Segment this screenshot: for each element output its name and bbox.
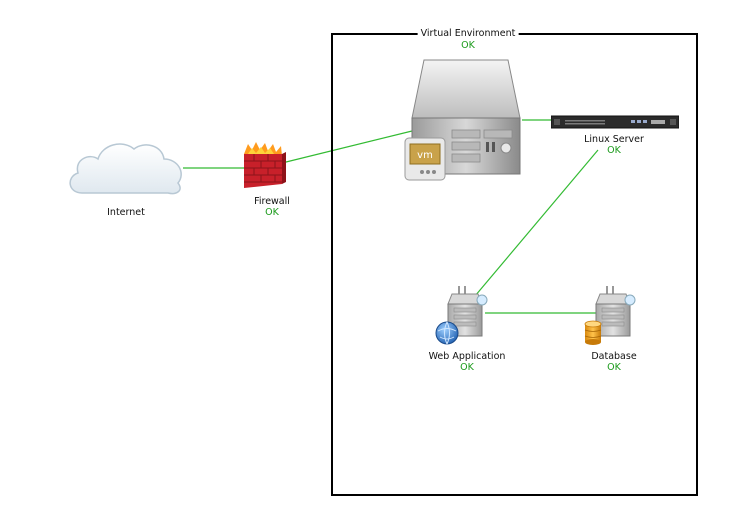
web-app-server-icon[interactable] [434, 286, 490, 346]
database-status: OK [607, 362, 621, 373]
linux-server-status: OK [607, 145, 621, 156]
internet-label: Internet [107, 207, 145, 218]
cloud-icon[interactable] [64, 137, 188, 199]
database-label: Database [591, 351, 637, 362]
rack-server-icon[interactable] [551, 115, 679, 131]
vm-badge: vm [417, 150, 433, 161]
firewall-icon[interactable] [240, 140, 286, 190]
virtual-environment-title: Virtual Environment [417, 28, 519, 39]
firewall-label: Firewall [254, 196, 290, 207]
web-application-status: OK [460, 362, 474, 373]
link-firewall-vmhost [281, 130, 413, 164]
virtual-environment-status: OK [461, 40, 475, 51]
web-application-label: Web Application [428, 351, 506, 362]
firewall-status: OK [265, 207, 279, 218]
link-linuxserver-webapp [474, 149, 599, 297]
vmware-host-icon[interactable]: vm [404, 56, 528, 184]
database-server-icon[interactable] [582, 286, 638, 346]
linux-server-label: Linux Server [584, 134, 644, 145]
